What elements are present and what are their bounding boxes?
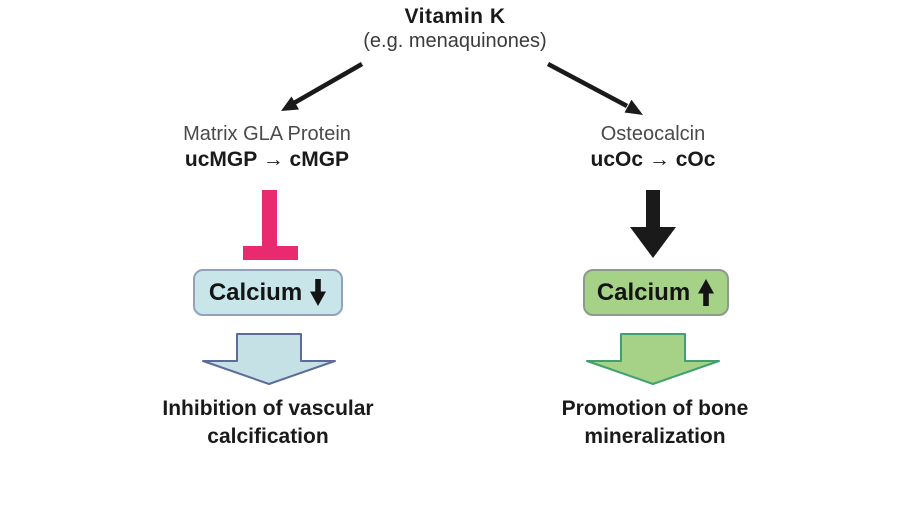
diagram-subtitle: (e.g. menaquinones) (363, 30, 547, 52)
right-calcium-label: Calcium (596, 278, 691, 306)
left-outcome-label: Inhibition of vascular calcification (108, 395, 428, 451)
left-calcium-label: Calcium (208, 278, 303, 306)
left-conversion-label: ucMGP → cMGP (184, 148, 350, 171)
right-outcome-line1: Promotion of bone (561, 397, 749, 420)
diagram-title: Vitamin K (404, 5, 506, 28)
right-outcome-label: Promotion of bone mineralization (495, 395, 815, 451)
right-calcium-box: Calcium (583, 269, 729, 316)
block-arrow-down-green-icon (586, 333, 720, 385)
right-conversion-label: ucOc → cOc (590, 148, 716, 171)
left-calcium-box: Calcium (193, 269, 343, 316)
calcium-decrease-arrow-icon (310, 279, 327, 306)
left-protein-label: Matrix GLA Protein (183, 123, 351, 145)
right-outcome-line2: mineralization (584, 425, 726, 448)
right-protein-label: Osteocalcin (600, 123, 706, 145)
inhibition-tbar-icon (243, 190, 298, 260)
left-outcome-line1: Inhibition of vascular (162, 397, 374, 420)
calcium-increase-arrow-icon (698, 279, 715, 306)
stimulation-arrow-icon (630, 190, 676, 258)
branch-arrow-left-icon (281, 62, 364, 111)
left-outcome-line2: calcification (207, 425, 329, 448)
block-arrow-down-blue-icon (202, 333, 336, 385)
branch-arrow-right-icon (546, 62, 643, 115)
